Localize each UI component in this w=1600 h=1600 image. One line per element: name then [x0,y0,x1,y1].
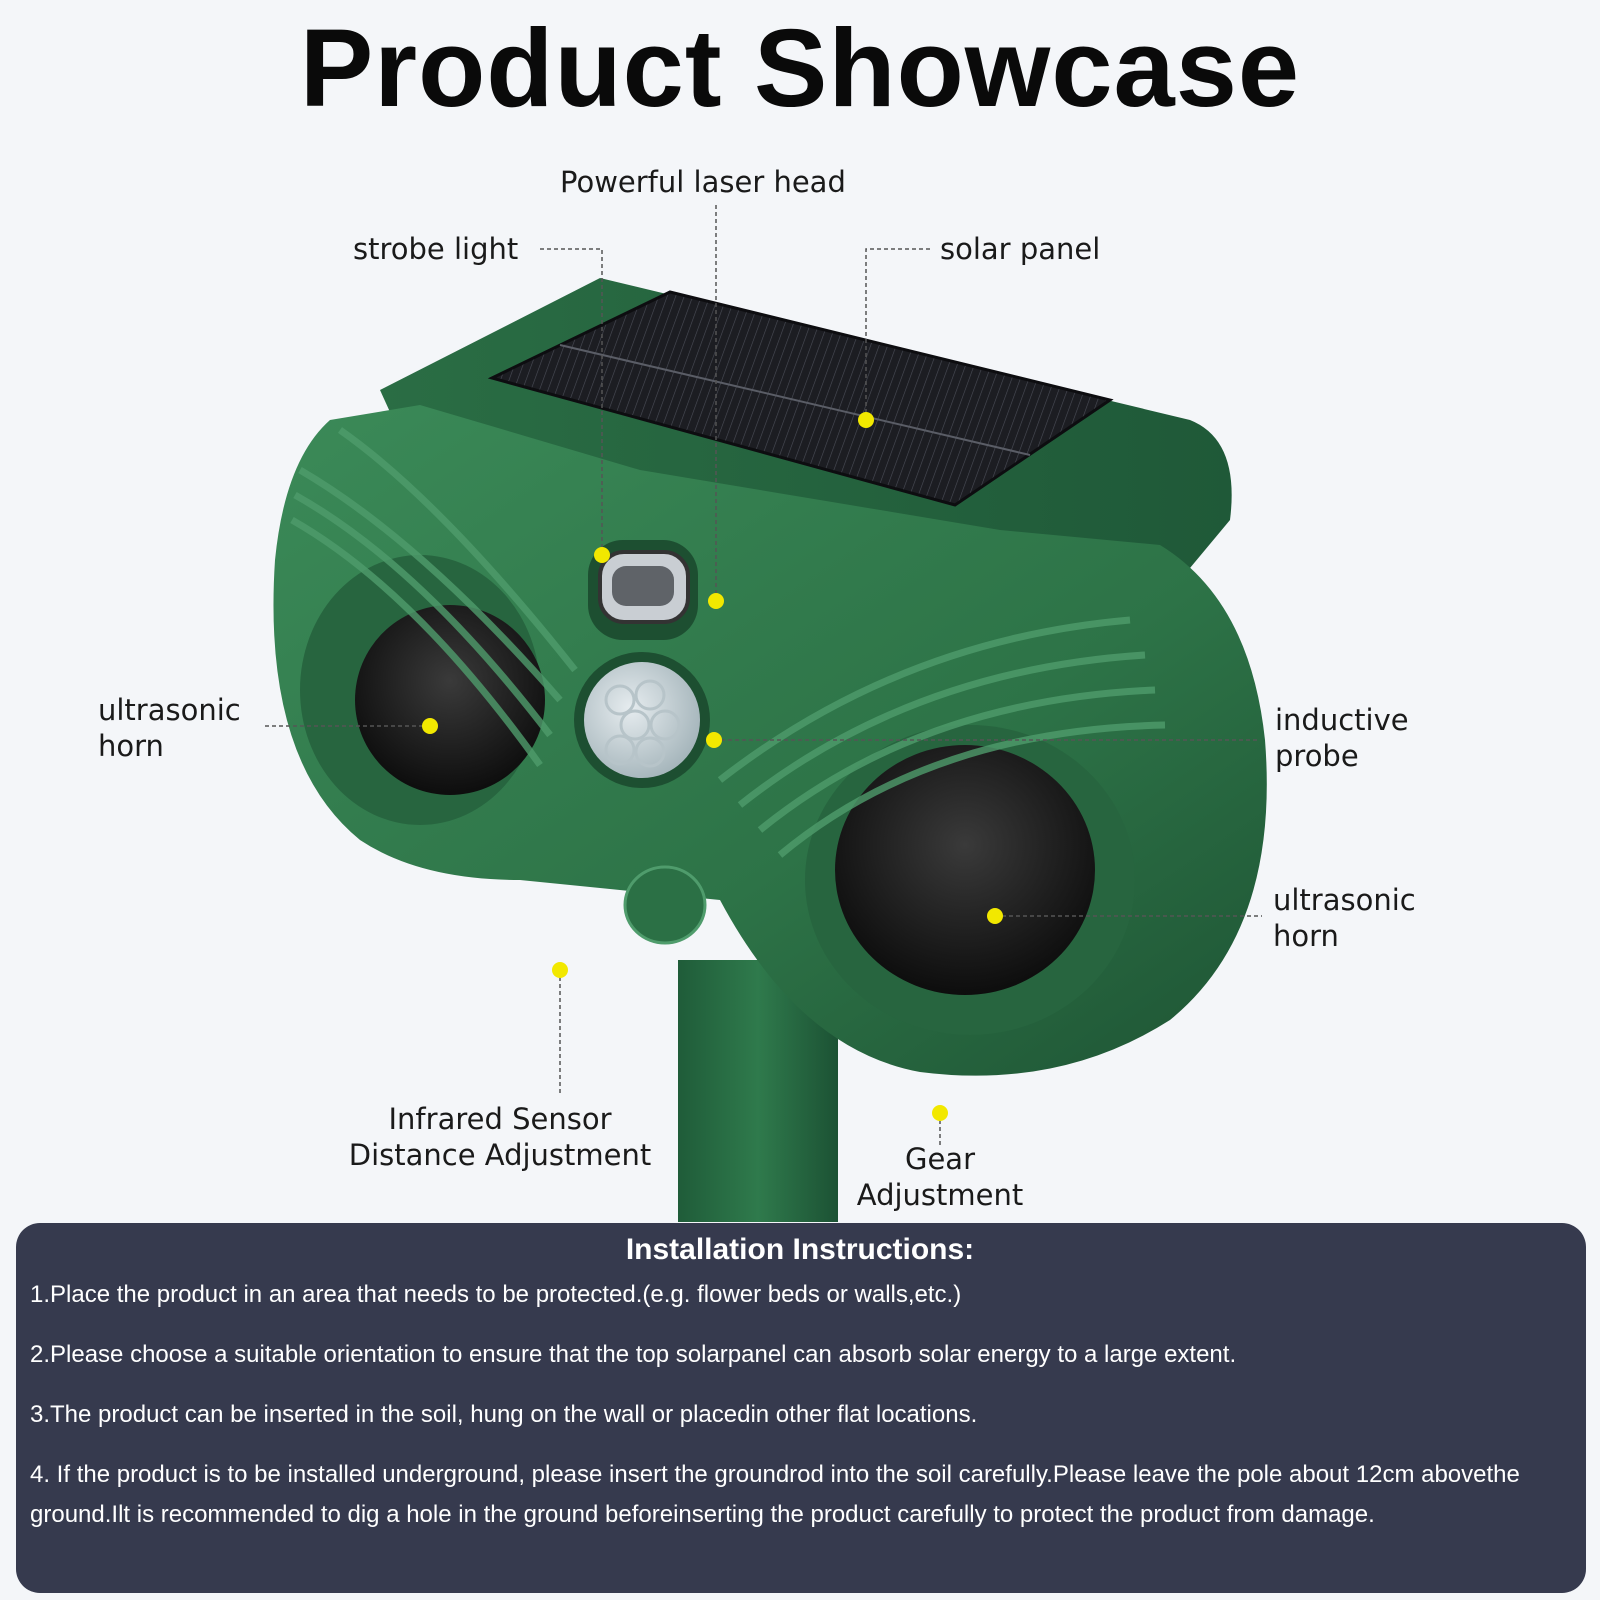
label-line: probe [1275,739,1359,773]
infrared-knob [623,865,707,945]
marker-gear [932,1105,948,1121]
marker-infrared [552,962,568,978]
marker-solar [858,412,874,428]
solar-panel-surface [487,290,1114,507]
marker-strobe [594,547,610,563]
label-line: Distance Adjustment [348,1138,652,1172]
label-inductive-probe: inductive probe [1275,702,1409,774]
label-line: Adjustment [856,1178,1024,1212]
instruction-item: 4. If the product is to be installed und… [30,1461,1520,1528]
installation-instructions-panel: Installation Instructions: 1.Place the p… [16,1223,1586,1593]
marker-horn-left [422,718,438,734]
marker-probe [706,732,722,748]
callout-markers [422,412,1003,1121]
ultrasonic-horn-right [835,745,1095,995]
label-line: Infrared Sensor [388,1102,612,1136]
device-body [273,278,1267,1076]
label-line: horn [98,729,164,763]
page-title: Product Showcase [299,7,1301,130]
label-strobe-light: strobe light [353,232,519,266]
label-line: ultrasonic [1273,883,1416,917]
label-ultrasonic-horn-right: ultrasonic horn [1273,882,1416,954]
ultrasonic-horn-left [355,605,545,795]
instruction-item: 3.The product can be inserted in the soi… [30,1401,978,1428]
label-infrared-sensor: Infrared Sensor Distance Adjustment [335,1101,665,1173]
instructions-title: Installation Instructions: [625,1233,975,1266]
label-ultrasonic-horn-left: ultrasonic horn [98,692,241,764]
label-laser-head: Powerful laser head [560,165,846,199]
marker-horn-right [987,908,1003,924]
instruction-item: 2.Please choose a suitable orientation t… [30,1341,1237,1368]
label-line: horn [1273,919,1339,953]
label-line: ultrasonic [98,693,241,727]
label-line: Gear [904,1142,975,1176]
pir-sensor-lens [584,662,700,778]
instruction-item: 1.Place the product in an area that need… [30,1281,962,1308]
marker-laser [708,593,724,609]
leader-lines [265,205,1262,1148]
instructions-list: 1.Place the product in an area that need… [30,1275,1570,1535]
label-line: inductive [1275,703,1409,737]
label-gear-adjustment: Gear Adjustment [840,1141,1040,1213]
label-solar-panel: solar panel [940,232,1101,266]
